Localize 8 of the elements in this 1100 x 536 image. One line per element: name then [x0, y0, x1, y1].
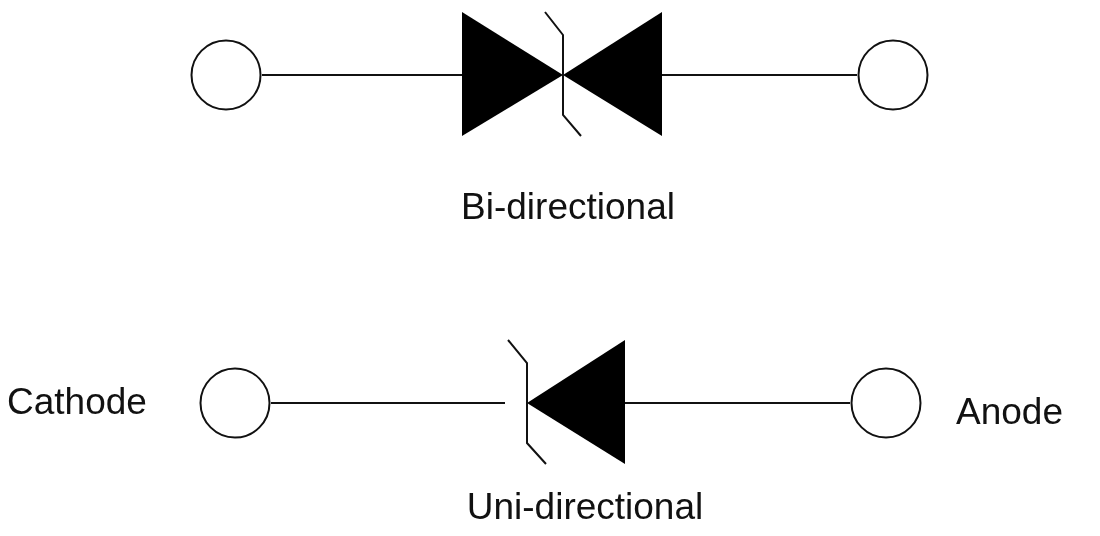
- wire: [270, 402, 506, 404]
- wire: [661, 74, 858, 76]
- symbol-caption: Bi-directional: [461, 188, 675, 225]
- terminal-label: Anode: [956, 393, 1063, 430]
- wire: [624, 402, 851, 404]
- terminal-label: Cathode: [7, 383, 147, 420]
- wire: [261, 74, 463, 76]
- symbol-caption: Uni-directional: [466, 488, 704, 525]
